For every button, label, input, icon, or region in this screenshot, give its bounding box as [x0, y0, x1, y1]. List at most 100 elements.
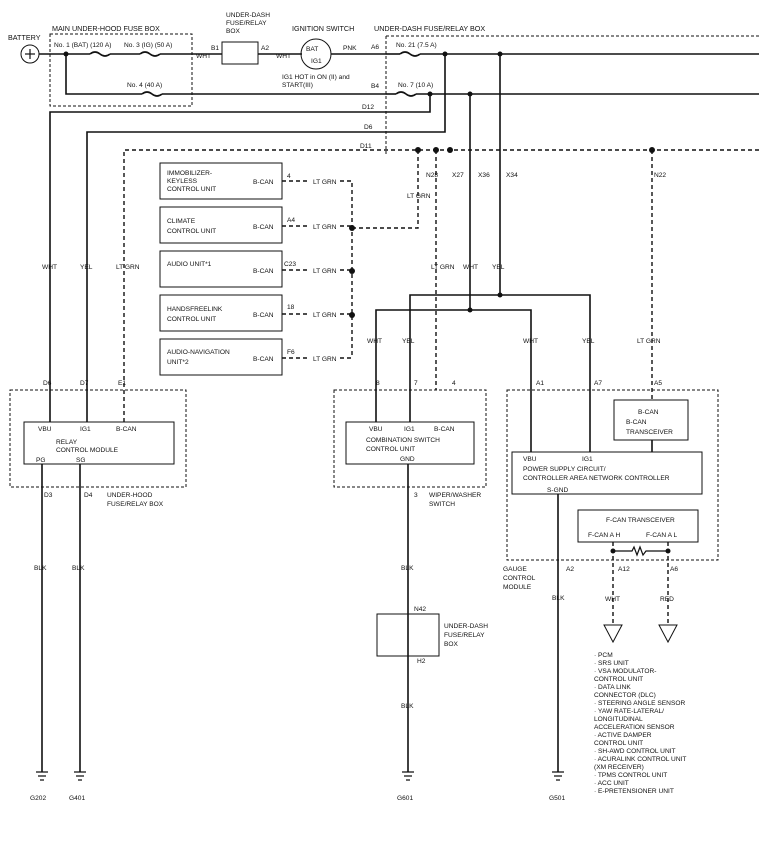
svg-text:B-CAN: B-CAN [253, 224, 274, 231]
svg-text:MODULE: MODULE [503, 584, 532, 591]
wire-bcan-bus [123, 149, 759, 422]
svg-text:A12: A12 [618, 566, 630, 573]
svg-text:D6: D6 [43, 380, 52, 387]
svg-text:PG: PG [36, 457, 46, 464]
svg-text:B-CAN: B-CAN [253, 356, 274, 363]
svg-text:BLK: BLK [72, 565, 85, 572]
pin-d11: D11 [360, 143, 372, 150]
svg-text:F6: F6 [287, 349, 295, 356]
fuse-7-symbol [395, 91, 417, 97]
svg-text:4: 4 [452, 380, 456, 387]
main-fuse-box: MAIN UNDER-HOOD FUSE BOX No. 1 (BAT) (12… [49, 24, 193, 107]
svg-text:S-GND: S-GND [547, 487, 568, 494]
svg-text:CONTROL MODULE: CONTROL MODULE [56, 447, 119, 454]
fcan-h-arrow [603, 624, 623, 644]
svg-text:· ACURALINK CONTROL UNIT: · ACURALINK CONTROL UNIT [594, 756, 686, 763]
pin-x34: X34 [506, 172, 518, 179]
svg-text:YEL: YEL [80, 264, 93, 271]
svg-text:(XM RECEIVER): (XM RECEIVER) [594, 764, 644, 771]
svg-text:8: 8 [376, 380, 380, 387]
svg-text:· YAW RATE-LATERAL/: · YAW RATE-LATERAL/ [594, 708, 664, 715]
pin-n22: N22 [654, 172, 666, 179]
svg-text:LT GRN: LT GRN [313, 179, 337, 186]
svg-text:LT GRN: LT GRN [407, 193, 431, 200]
svg-text:E1: E1 [118, 380, 126, 387]
svg-text:BLK: BLK [401, 565, 414, 572]
pin-n28: N28 [426, 172, 438, 179]
svg-text:· ACTIVE DAMPER: · ACTIVE DAMPER [594, 732, 652, 739]
svg-text:IG1: IG1 [404, 426, 415, 433]
wire-ig1-relay [86, 54, 446, 422]
ground-g601: G601 [397, 771, 414, 802]
svg-text:VBU: VBU [369, 426, 383, 433]
svg-text:TRANSCEIVER: TRANSCEIVER [626, 429, 673, 436]
svg-text:WHT: WHT [276, 53, 291, 60]
can-unit-immobilizer: IMMOBILIZER- KEYLESS CONTROL UNIT B-CAN … [159, 162, 352, 200]
fuse-3-label: No. 3 (IG) (50 A) [124, 42, 172, 49]
pin-d12: D12 [362, 104, 374, 111]
pin-x27: X27 [452, 172, 464, 179]
svg-text:H2: H2 [417, 658, 426, 665]
fcan-l-arrow [658, 624, 678, 644]
svg-text:UNDER-DASH: UNDER-DASH [444, 623, 488, 630]
svg-text:COMBINATION SWITCH: COMBINATION SWITCH [366, 437, 440, 444]
svg-text:F-CAN A H: F-CAN A H [588, 532, 620, 539]
svg-text:· PCM: · PCM [594, 652, 613, 659]
svg-text:CONTROL UNIT: CONTROL UNIT [594, 676, 643, 683]
svg-text:CONTROL: CONTROL [503, 575, 536, 582]
svg-text:HANDSFREELINK: HANDSFREELINK [167, 306, 223, 313]
svg-text:A6: A6 [371, 44, 379, 51]
svg-text:FUSE/RELAY: FUSE/RELAY [444, 632, 485, 639]
svg-text:7: 7 [414, 380, 418, 387]
svg-text:LT GRN: LT GRN [116, 264, 140, 271]
ground-g501: G501 [549, 771, 565, 802]
svg-text:RED: RED [660, 596, 674, 603]
svg-text:UNIT*2: UNIT*2 [167, 359, 189, 366]
svg-text:SG: SG [76, 457, 86, 464]
svg-text:B-CAN: B-CAN [434, 426, 455, 433]
svg-text:FUSE/RELAY BOX: FUSE/RELAY BOX [107, 501, 164, 508]
svg-text:WHT: WHT [605, 596, 620, 603]
svg-text:B-CAN: B-CAN [253, 312, 274, 319]
svg-text:LT GRN: LT GRN [313, 356, 337, 363]
svg-text:· SH-AWD CONTROL UNIT: · SH-AWD CONTROL UNIT [594, 748, 676, 755]
svg-text:LT GRN: LT GRN [313, 312, 337, 319]
svg-text:· TPMS CONTROL UNIT: · TPMS CONTROL UNIT [594, 772, 667, 779]
wire-n28 [354, 150, 419, 229]
svg-text:· SRS UNIT: · SRS UNIT [594, 660, 629, 667]
svg-text:GND: GND [400, 456, 415, 463]
svg-text:CONTROL UNIT: CONTROL UNIT [167, 228, 216, 235]
wire-vbu-relay [49, 94, 431, 422]
svg-text:CONTROLLER AREA NETWORK CONTRO: CONTROLLER AREA NETWORK CONTROLLER [523, 475, 670, 482]
gauge-control-module: A1 A7 A5 B-CAN B-CAN TRANSCEIVER VBU IG1… [503, 380, 719, 591]
pin-d6: D6 [364, 124, 373, 131]
svg-text:A7: A7 [594, 380, 602, 387]
fuse-7-label: No. 7 (10 A) [398, 82, 433, 89]
svg-text:D7: D7 [80, 380, 89, 387]
svg-text:B-CAN: B-CAN [116, 426, 137, 433]
fuse-21-label: No. 21 (7.5 A) [396, 42, 437, 49]
svg-text:A2: A2 [566, 566, 574, 573]
svg-text:WHT: WHT [196, 53, 211, 60]
svg-text:BLK: BLK [34, 565, 47, 572]
svg-text:G401: G401 [69, 795, 85, 802]
svg-text:A6: A6 [670, 566, 678, 573]
svg-text:YEL: YEL [402, 338, 415, 345]
svg-text:18: 18 [287, 304, 295, 311]
svg-text:START(III): START(III) [282, 82, 313, 89]
svg-text:LONGITUDINAL: LONGITUDINAL [594, 716, 643, 723]
ignition-switch: IGNITION SWITCH BAT IG1 IG1 HOT in ON (I… [282, 24, 354, 89]
fuse-1-label: No. 1 (BAT) (120 A) [54, 42, 111, 49]
svg-text:UNDER-HOOD: UNDER-HOOD [107, 492, 153, 499]
svg-text:BLK: BLK [552, 595, 565, 602]
fuse-4-label: No. 4 (40 A) [127, 82, 162, 89]
svg-text:VBU: VBU [38, 426, 52, 433]
svg-text:BOX: BOX [444, 641, 459, 648]
svg-text:POWER SUPPLY CIRCUIT/: POWER SUPPLY CIRCUIT/ [523, 466, 606, 473]
svg-text:WIPER/WASHER: WIPER/WASHER [429, 492, 481, 499]
can-unit-handsfreelink: HANDSFREELINK CONTROL UNIT B-CAN 18 LT G… [159, 294, 352, 332]
svg-text:AUDIO-NAVIGATION: AUDIO-NAVIGATION [167, 349, 230, 356]
svg-text:LT GRN: LT GRN [313, 224, 337, 231]
svg-text:KEYLESS: KEYLESS [167, 178, 198, 185]
svg-text:WHT: WHT [523, 338, 538, 345]
